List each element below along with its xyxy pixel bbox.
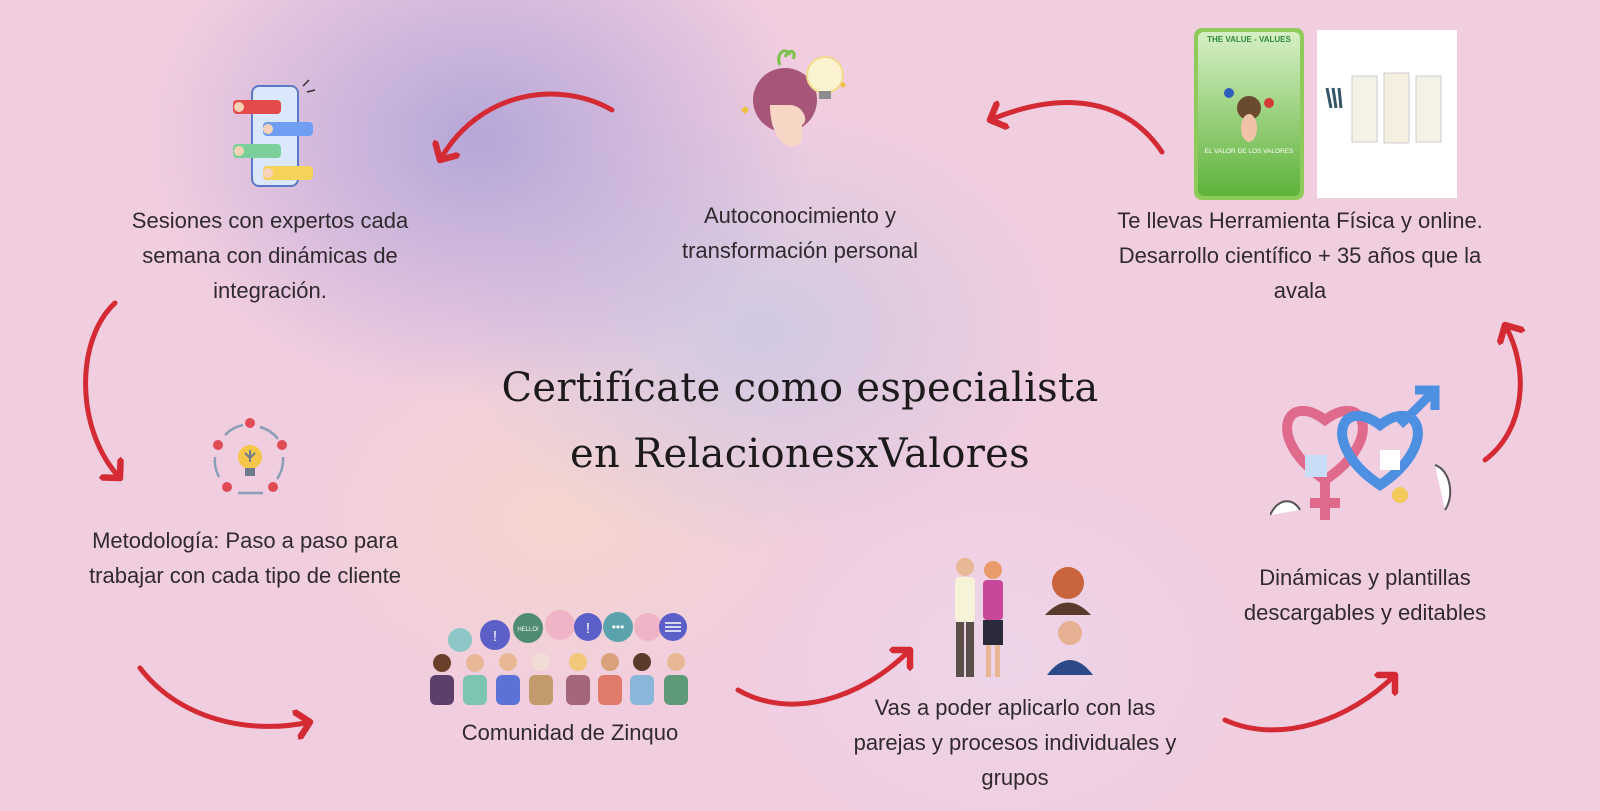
step-sesiones-text: Sesiones con expertos cada semana con di… (131, 208, 409, 303)
step-metodologia-text: Metodología: Paso a paso para trabajar c… (89, 528, 401, 588)
product-images: THE VALUE - VALUES EL VALOR DE LOS VALOR… (1194, 28, 1457, 200)
arrow-autoconocimiento-to-sesiones (440, 91, 615, 160)
community-icon: ! HELLO! ! ••• (430, 610, 688, 705)
step-autoconocimiento-text: Autoconocimiento y transformación person… (681, 203, 918, 263)
chat-phone-icon (233, 79, 316, 187)
arrow-comunidad-to-aplicarlo (735, 650, 910, 707)
arrow-metodologia-to-comunidad (137, 665, 310, 726)
arrow-sesiones-to-metodologia (83, 300, 120, 478)
product-box-subtitle: EL VALOR DE LOS VALORES (1205, 148, 1294, 155)
page-title: Certifícate como especialista en Relacio… (450, 355, 1150, 487)
svg-text:•••: ••• (612, 620, 625, 634)
step-aplicarlo-text: Vas a poder aplicarlo con las parejas y … (853, 695, 1177, 790)
lightbulb-cycle-icon (213, 418, 287, 495)
hello-bubble-text: HELLO! (517, 627, 539, 633)
title-line-1: Certifícate como especialista (501, 365, 1099, 411)
step-comunidad-text: Comunidad de Zinquo (461, 720, 679, 745)
product-box-title: THE VALUE - VALUES (1207, 35, 1291, 44)
title-line-2: en RelacionesxValores (570, 431, 1030, 477)
svg-text:!: ! (493, 628, 497, 645)
gender-hearts-icon (1270, 385, 1452, 520)
people-icon (955, 558, 1093, 677)
svg-text:!: ! (586, 620, 590, 637)
step-herramienta-text: Te llevas Herramienta Física y online. D… (1117, 208, 1483, 303)
step-dinamicas-text: Dinámicas y plantillas descargables y ed… (1243, 565, 1487, 625)
arrow-dinamicas-to-herramienta (1482, 325, 1520, 463)
idea-head-icon (741, 49, 846, 147)
arrow-aplicarlo-to-dinamicas (1222, 675, 1395, 733)
arrow-herramienta-to-autoconocimiento (990, 100, 1165, 155)
